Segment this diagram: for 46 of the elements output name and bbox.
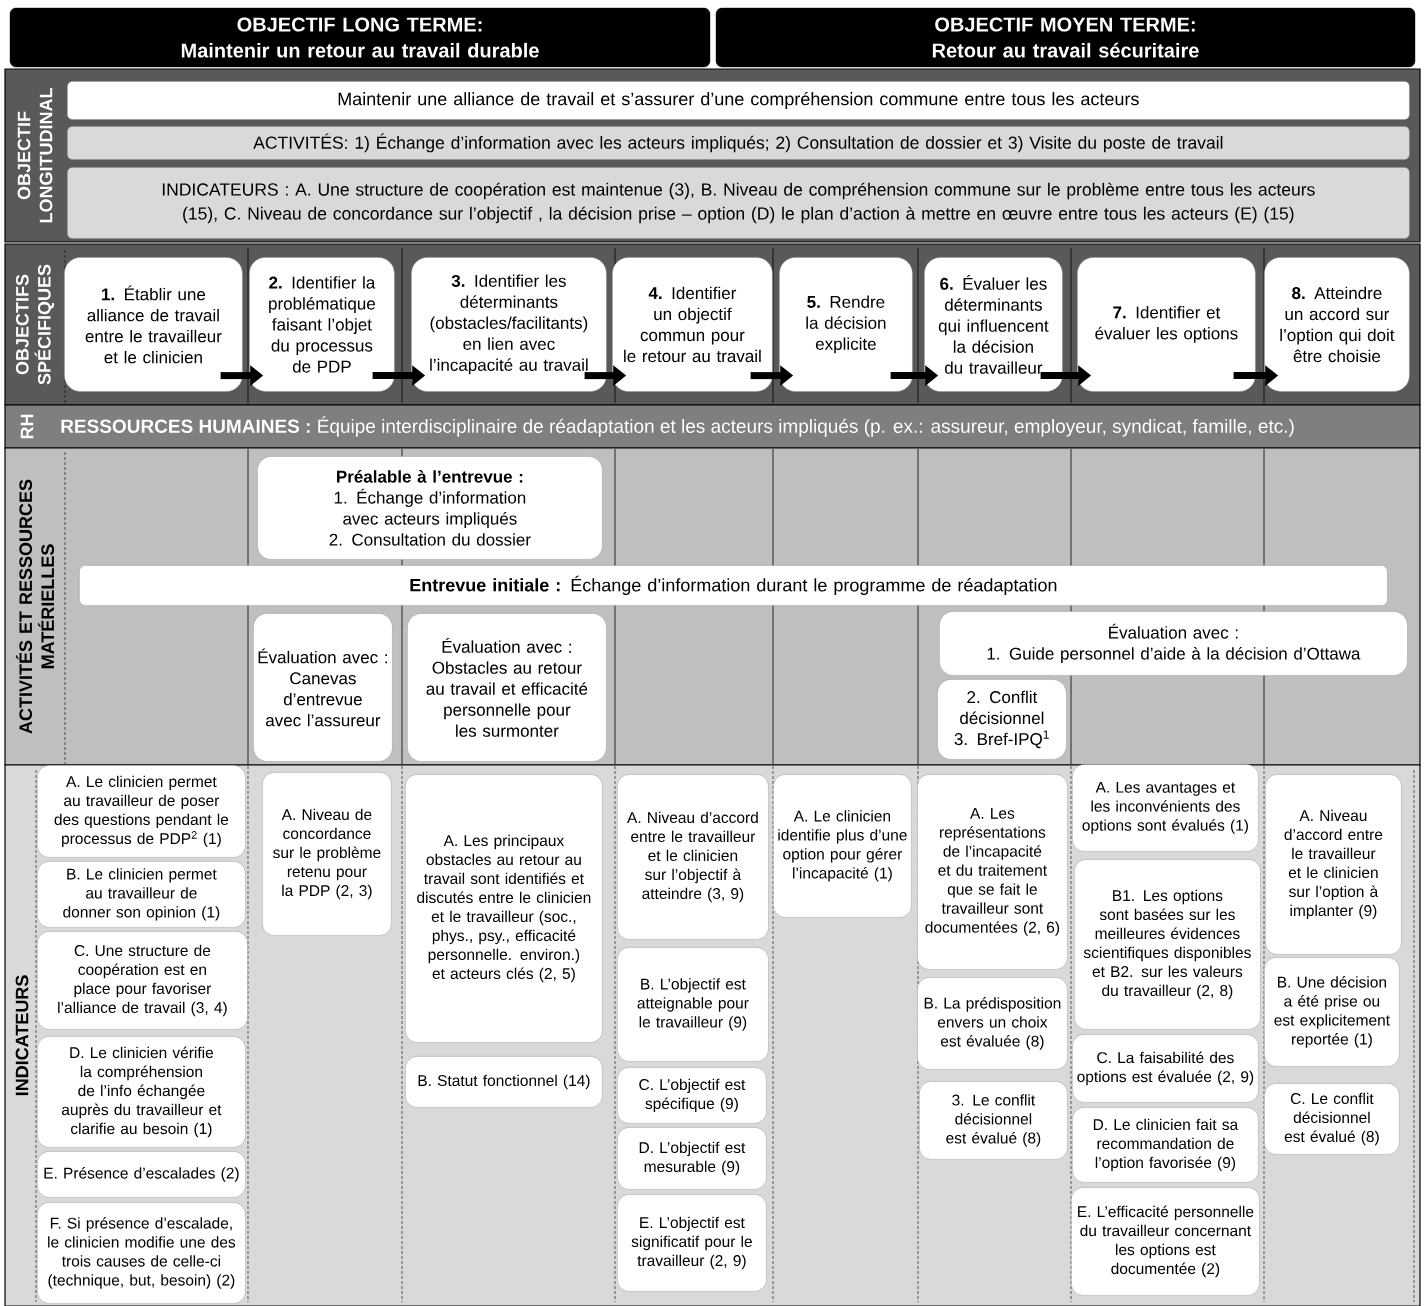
step-box: 4. Identifier un objectif commun pour le retour au travail — [612, 257, 773, 392]
header-box: OBJECTIF MOYEN TERME: Retour au travail sécuritaire — [715, 7, 1416, 68]
indicator-box: E. L’efficacité personnelle du travailleur concernant les options est documentée (2) — [1071, 1187, 1260, 1296]
indicator-box: E. L’objectif est significatif pour le travailleur (2, 9) — [617, 1194, 767, 1292]
indicator-box: A. Niveau d’accord entre le travailleur et le clinicien sur l’option à implanter (9) — [1265, 774, 1402, 955]
indicator-box: A. Les représentations de l’incapacité et du traitement que se fait le travailleur sont documentées (2, 6) — [917, 774, 1068, 970]
interview-band: Entrevue initiale : Échange d’information durant le programme de réadaptation — [79, 565, 1388, 606]
indicator-box: C. Une structure de coopération est en place pour favoriser l’alliance de travail (3, 4) — [37, 931, 248, 1030]
indicator-box: 3. Le conflit décisionnel est évalué (8) — [919, 1081, 1068, 1160]
indicator-box: D. L’objectif est mesurable (9) — [617, 1127, 767, 1190]
indicator-box: A. Le clinicien identifie plus d’une option pour gérer l’incapacité (1) — [773, 774, 912, 918]
section-band: RH RESSOURCES HUMAINES : Équipe interdisciplinaire de réadaptation et les acteurs impliqués (p. ex.: assureur, employeur, syndicat, famille, etc.) — [4, 404, 1421, 449]
step-box: 2. Identifier la problématique faisant l’objet du processus de PDP — [249, 257, 395, 392]
objective-box: Maintenir une alliance de travail et s’assurer d’une compréhension commune entre tous les acteurs — [67, 81, 1410, 120]
indicator-box: C. L’objectif est spécifique (9) — [617, 1067, 767, 1124]
step-box: 7. Identifier et évaluer les options — [1077, 257, 1256, 392]
step-box: 5. Rendre la décision explicite — [779, 257, 913, 392]
indicator-box: A. Les principaux obstacles au retour au travail sont identifiés et discutés entre le clinicien et le travailleur (soc., phys., psy., efficacité personnelle. environ.) et acteurs clés (2, 5) — [405, 774, 603, 1043]
step-box: 3. Identifier les déterminants (obstacles/facilitants) en lien avec l’incapacité au travail — [411, 257, 607, 392]
indicator-box: A. Les avantages et les inconvénients des options sont évalués (1) — [1072, 764, 1259, 852]
indicator-box: D. Le clinicien fait sa recommandation de l’option favorisée (9) — [1072, 1107, 1259, 1183]
indicator-box: A. Niveau de concordance sur le problème retenu pour la PDP (2, 3) — [262, 772, 392, 936]
indicator-box: B. La prédisposition envers un choix est évaluée (8) — [917, 977, 1068, 1070]
indicator-box: C. La faisabilité des options est évaluée (2, 9) — [1072, 1034, 1259, 1103]
activity-box: 2. Conflit décisionnel 3. Bref-IPQ$^{1}$ — [937, 679, 1067, 760]
activity-box: Préalable à l’entrevue : 1. Échange d’information avec acteurs impliqués 2. Consultation du dossier — [257, 456, 603, 560]
step-box: 6. Évaluer les déterminants qui influencent la décision du travailleur — [924, 257, 1063, 392]
objective-box: INDICATEURS : A. Une structure de coopération est maintenue (3), B. Niveau de compréhension commune sur le problème entre tous les acteurs (15), C. Niveau de concordance sur l’objectif , la décision prise – option (D) le plan d’action à mettre en œuvre entre tous les acteurs (E) (15) — [67, 167, 1410, 239]
indicator-box: B. Statut fonctionnel (14) — [405, 1056, 603, 1108]
activity-box: Évaluation avec : Obstacles au retour au travail et efficacité personnelle pour les surmonter — [407, 613, 607, 762]
activity-box: Évaluation avec : Canevas d’entrevue avec l’assureur — [253, 613, 393, 762]
activity-box: Évaluation avec : 1. Guide personnel d’aide à la décision d’Ottawa — [939, 611, 1408, 676]
header-box: OBJECTIF LONG TERME: Maintenir un retour au travail durable — [9, 7, 711, 68]
indicator-box: A. Le clinicien permet au travailleur de poser des questions pendant le processus de PDP$^{2}$ (1) — [37, 765, 246, 858]
indicator-box: B1. Les options sont basées sur les meilleures évidences scientifiques disponibles et B2. sur les valeurs du travailleur (2, 8) — [1074, 859, 1261, 1030]
indicator-box: B. L’objectif est atteignable pour le travailleur (9) — [617, 947, 769, 1062]
objective-box: ACTIVITÉS: 1) Échange d’information avec les acteurs impliqués; 2) Consultation de dossier et 3) Visite du poste de travail — [67, 126, 1410, 160]
indicator-box: A. Niveau d’accord entre le travailleur et le clinicien sur l’objectif à atteindre (3, 9) — [617, 774, 769, 940]
indicator-box: C. Le conflit décisionnel est évalué (8) — [1264, 1083, 1400, 1155]
step-box: 1. Établir une alliance de travail entre le travailleur et le clinicien — [64, 257, 243, 392]
indicator-box: F. Si présence d’escalade, le clinicien modifie une des trois causes de celle-ci (technique, but, besoin) (2) — [37, 1202, 246, 1304]
step-box: 8. Atteindre un accord sur l’option qui doit être choisie — [1264, 257, 1410, 392]
indicator-box: E. Présence d’escalades (2) — [37, 1151, 246, 1198]
indicator-box: D. Le clinicien vérifie la compréhension de l’info échangée auprès du travailleur et clarifie au besoin (1) — [37, 1036, 246, 1148]
indicator-box: B. Une décision a été prise ou est explicitement reportée (1) — [1264, 957, 1400, 1067]
indicator-box: B. Le clinicien permet au travailleur de donner son opinion (1) — [37, 861, 246, 928]
